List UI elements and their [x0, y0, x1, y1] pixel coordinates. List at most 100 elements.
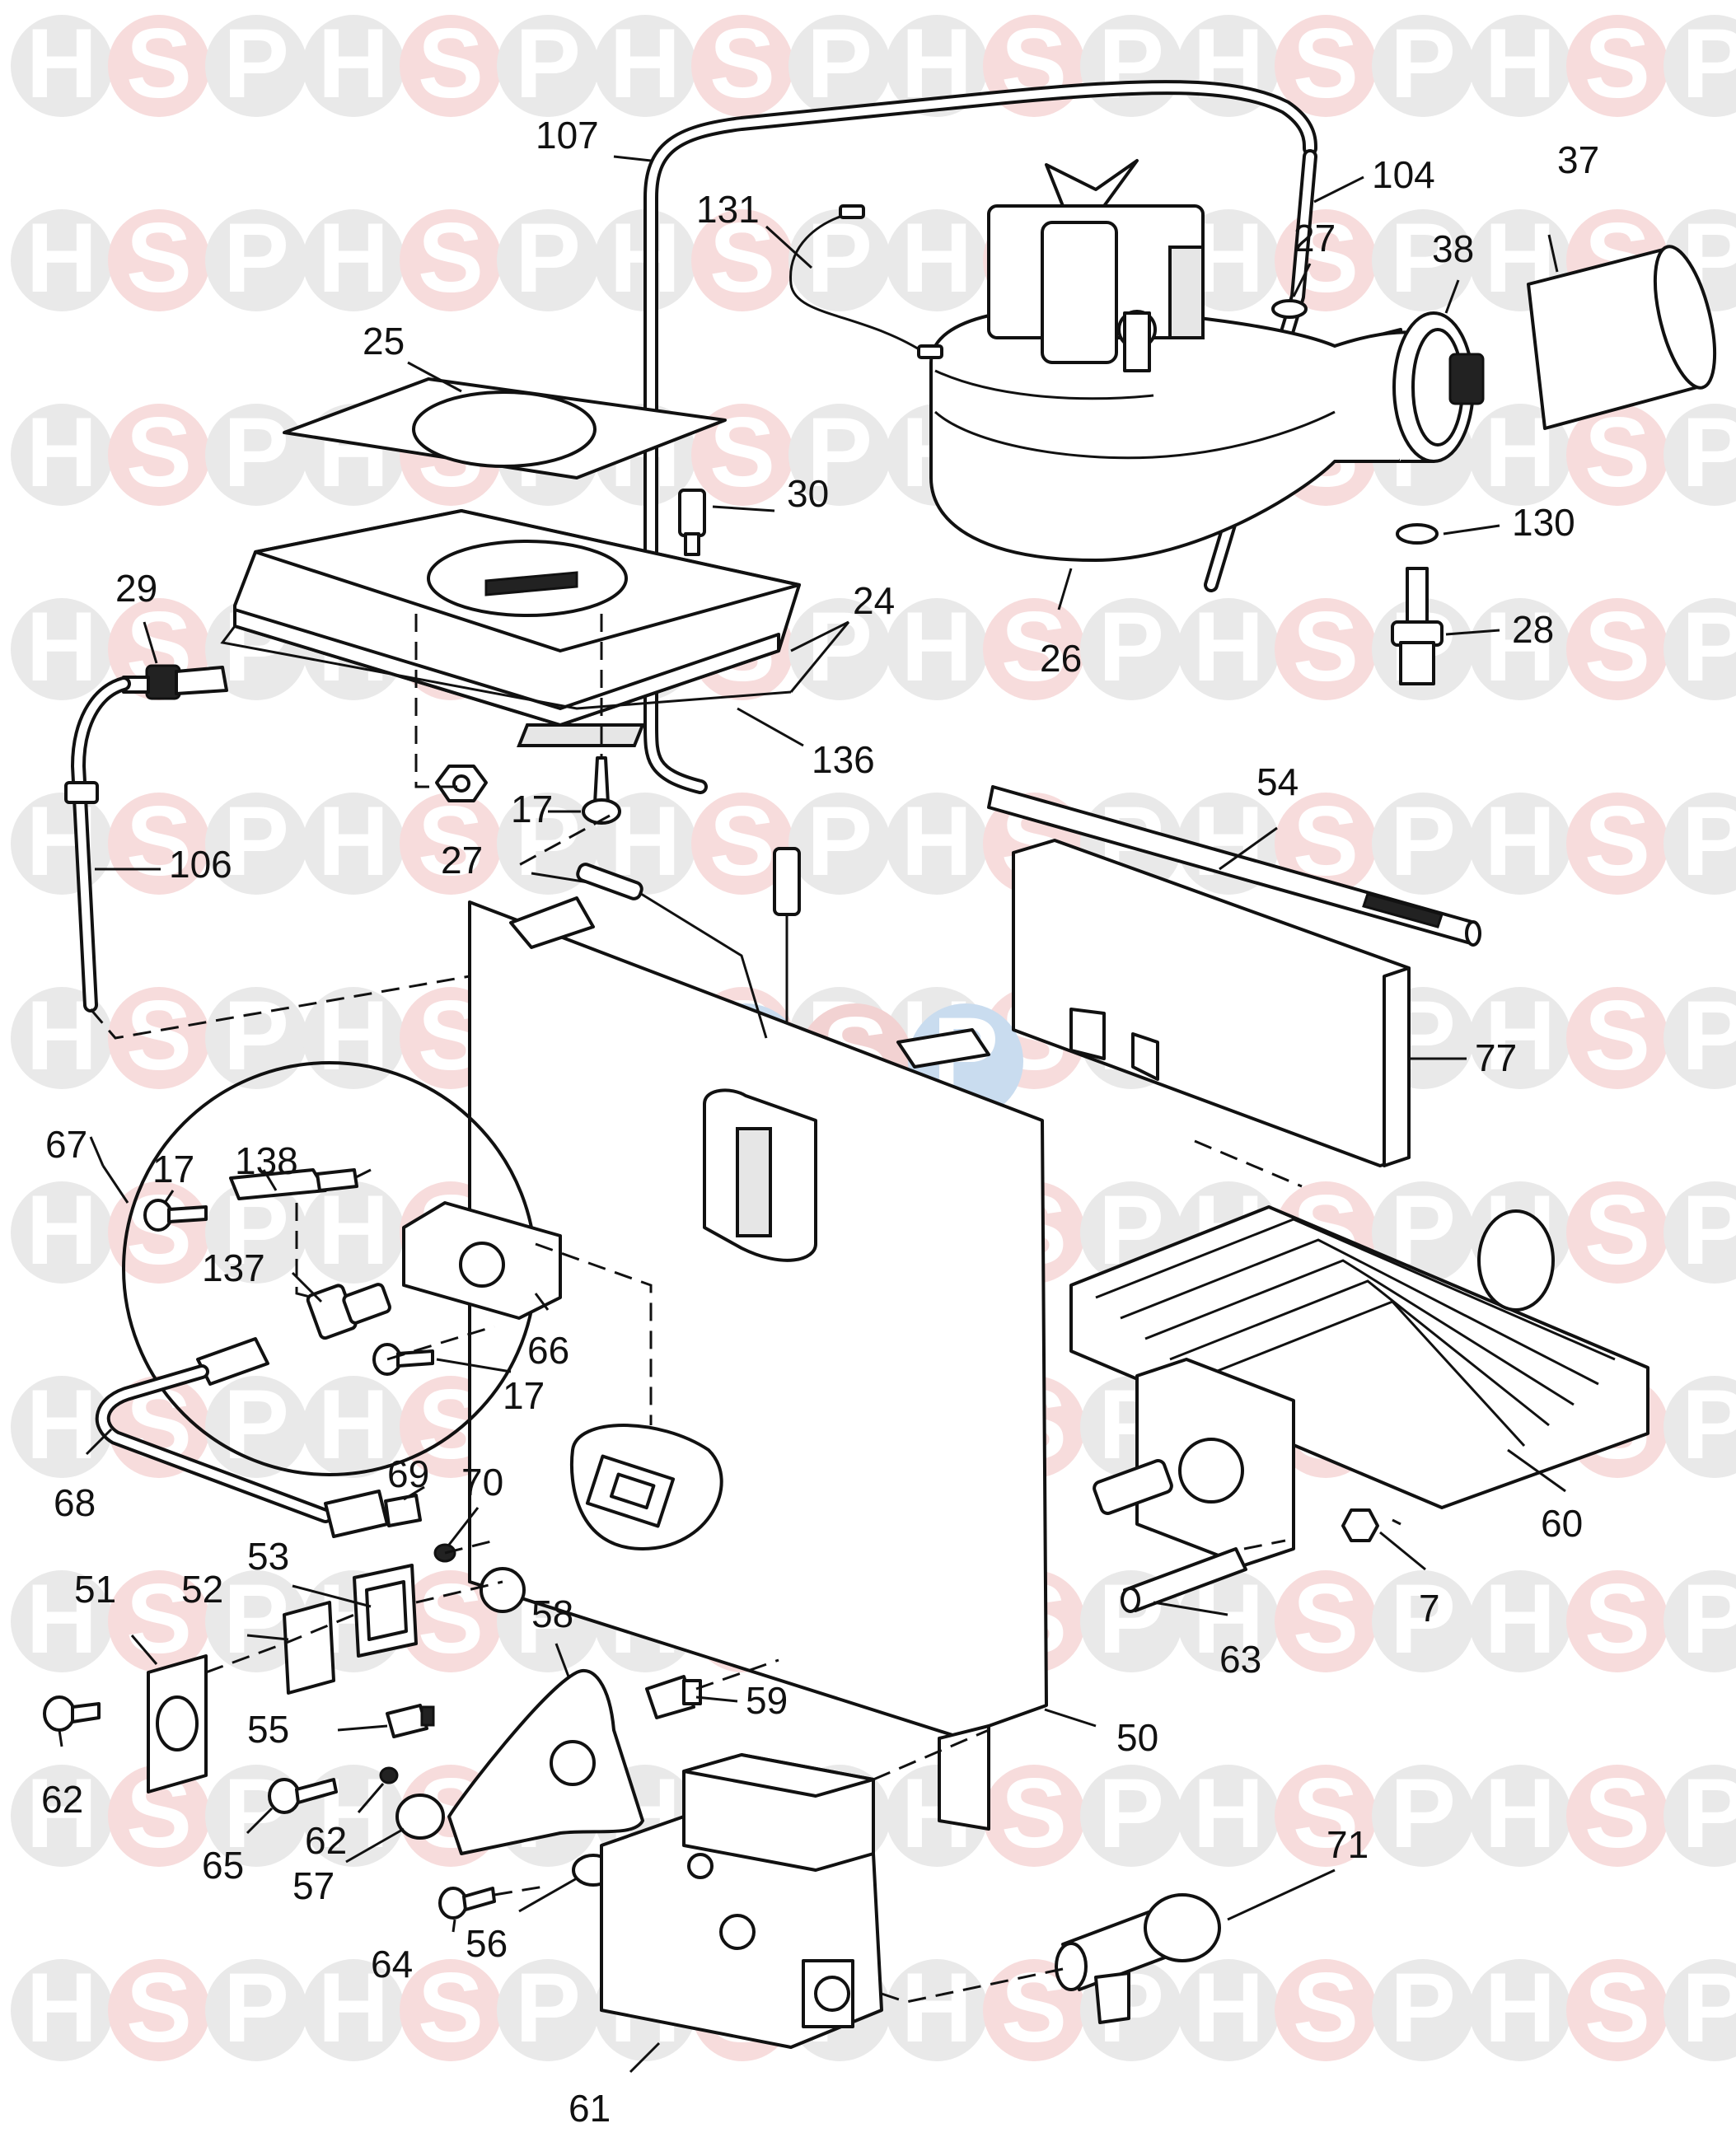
watermark-circle: [1566, 15, 1668, 117]
callout-69: 69: [387, 1452, 429, 1495]
watermark-letter: P: [515, 786, 581, 896]
watermark-letter: P: [223, 980, 289, 1091]
watermark-letter: S: [126, 203, 192, 313]
watermark-letter: H: [1485, 1758, 1556, 1868]
watermark-circle: [1663, 404, 1736, 506]
ignition-electrode-lead: [531, 847, 801, 1039]
watermark-letter: P: [1682, 1953, 1736, 2063]
part-55-fitting: [386, 1704, 435, 1738]
part-27-nut-bottom: [435, 765, 488, 802]
watermark-letter: H: [1193, 592, 1265, 702]
watermark-letter: P: [223, 8, 289, 119]
watermark-circle: [886, 209, 988, 311]
watermark-letter: H: [318, 1369, 390, 1480]
callout-106: 106: [169, 843, 232, 886]
watermark-circle: [11, 209, 113, 311]
watermark-circle: [400, 1570, 502, 1672]
watermark-letter: S: [709, 397, 775, 507]
part-29-compression-fitting: [122, 664, 228, 700]
watermark-circle: [108, 987, 210, 1089]
watermark-circle: [1663, 1376, 1736, 1478]
watermark-letter: P: [223, 1953, 289, 2063]
callout-27-bottom: 27: [441, 839, 483, 882]
watermark-circle: [400, 209, 502, 311]
watermark-letter: H: [901, 1953, 973, 2063]
part-71-inlet-elbow: [1055, 1893, 1221, 2024]
watermark-letter: H: [26, 1758, 98, 1868]
watermark-letter: H: [26, 203, 98, 313]
watermark-circle: [400, 1959, 502, 2061]
watermark-circle: [691, 209, 793, 311]
watermark-circle: [1469, 793, 1571, 895]
watermark-letter: S: [418, 786, 484, 896]
watermark-letter: S: [1584, 1758, 1650, 1868]
watermark-circle: [1469, 987, 1571, 1089]
watermark-circle: [1372, 209, 1474, 311]
watermark-letter: H: [1485, 1564, 1556, 1674]
watermark-circle: [1566, 793, 1668, 895]
watermark-letter: P: [223, 1369, 289, 1480]
watermark-letter: S: [709, 203, 775, 313]
watermark-circle: [108, 1765, 210, 1867]
part-52-glass: [283, 1601, 335, 1695]
watermark-letter: S: [1293, 1758, 1359, 1868]
watermark-circle: [1566, 1959, 1668, 2061]
watermark-circle: [1469, 1959, 1571, 2061]
watermark-letter: H: [901, 786, 973, 896]
watermark-circle: [1663, 1959, 1736, 2061]
part-131-earth-lead: [789, 204, 943, 359]
watermark-circle: [1566, 1765, 1668, 1867]
part-38-hose-clamp: [1392, 311, 1485, 463]
callout-130: 130: [1512, 501, 1575, 544]
watermark-letter: S: [418, 203, 484, 313]
part-57-seal: [395, 1794, 445, 1840]
watermark-circle: [1663, 15, 1736, 117]
watermark-letter: H: [26, 397, 98, 507]
callout-labels: 107 131 104 37 27 38 25 30 130 29 24 28 …: [41, 114, 1599, 2130]
part-130-washer: [1396, 523, 1439, 545]
watermark-circle: [205, 15, 307, 117]
watermark-circle: [1663, 793, 1736, 895]
watermark-circle: [497, 793, 599, 895]
watermark-circle: [983, 1765, 1085, 1867]
part-53-gasket: [353, 1564, 418, 1658]
watermark-circle: [205, 209, 307, 311]
part-69-connector: [324, 1490, 422, 1538]
watermark-letter: S: [1584, 8, 1650, 119]
part-67-pilot-assembly-inset: [122, 1061, 562, 1476]
callout-68: 68: [54, 1481, 96, 1524]
callout-50: 50: [1116, 1716, 1158, 1759]
watermark-circle: [1566, 1181, 1668, 1284]
watermark-circle: [886, 15, 988, 117]
watermark-circle: [205, 1570, 307, 1672]
watermark-letter: P: [1682, 1369, 1736, 1480]
callout-55: 55: [247, 1708, 289, 1751]
callout-63: 63: [1219, 1638, 1261, 1681]
watermark-letter: P: [1390, 203, 1456, 313]
callout-38: 38: [1432, 227, 1474, 270]
watermark-circle: [788, 598, 891, 700]
watermark-letter: S: [126, 1564, 192, 1674]
callout-65: 65: [202, 1844, 244, 1887]
watermark-letter: P: [1682, 786, 1736, 896]
watermark-letter: H: [610, 8, 681, 119]
callout-131: 131: [696, 188, 760, 231]
watermark-letter: S: [126, 980, 192, 1091]
part-62-screw-mid: [379, 1766, 399, 1784]
watermark-letter: P: [1390, 1564, 1456, 1674]
watermark-circle: [594, 793, 696, 895]
watermark-letter: S: [1293, 8, 1359, 119]
part-107-pipe: [643, 80, 1317, 794]
watermark-circle: [11, 1959, 113, 2061]
watermark-letter: H: [1485, 592, 1556, 702]
watermark-circle: [1177, 1959, 1280, 2061]
watermark-letter: H: [26, 592, 98, 702]
watermark-letter: H: [1193, 203, 1265, 313]
callout-27-top: 27: [1294, 217, 1336, 260]
callout-28: 28: [1512, 608, 1554, 651]
callout-53: 53: [247, 1535, 289, 1578]
watermark-letter: H: [318, 980, 390, 1091]
watermark-letter: P: [1390, 1758, 1456, 1868]
watermark-letter: P: [1390, 786, 1456, 896]
